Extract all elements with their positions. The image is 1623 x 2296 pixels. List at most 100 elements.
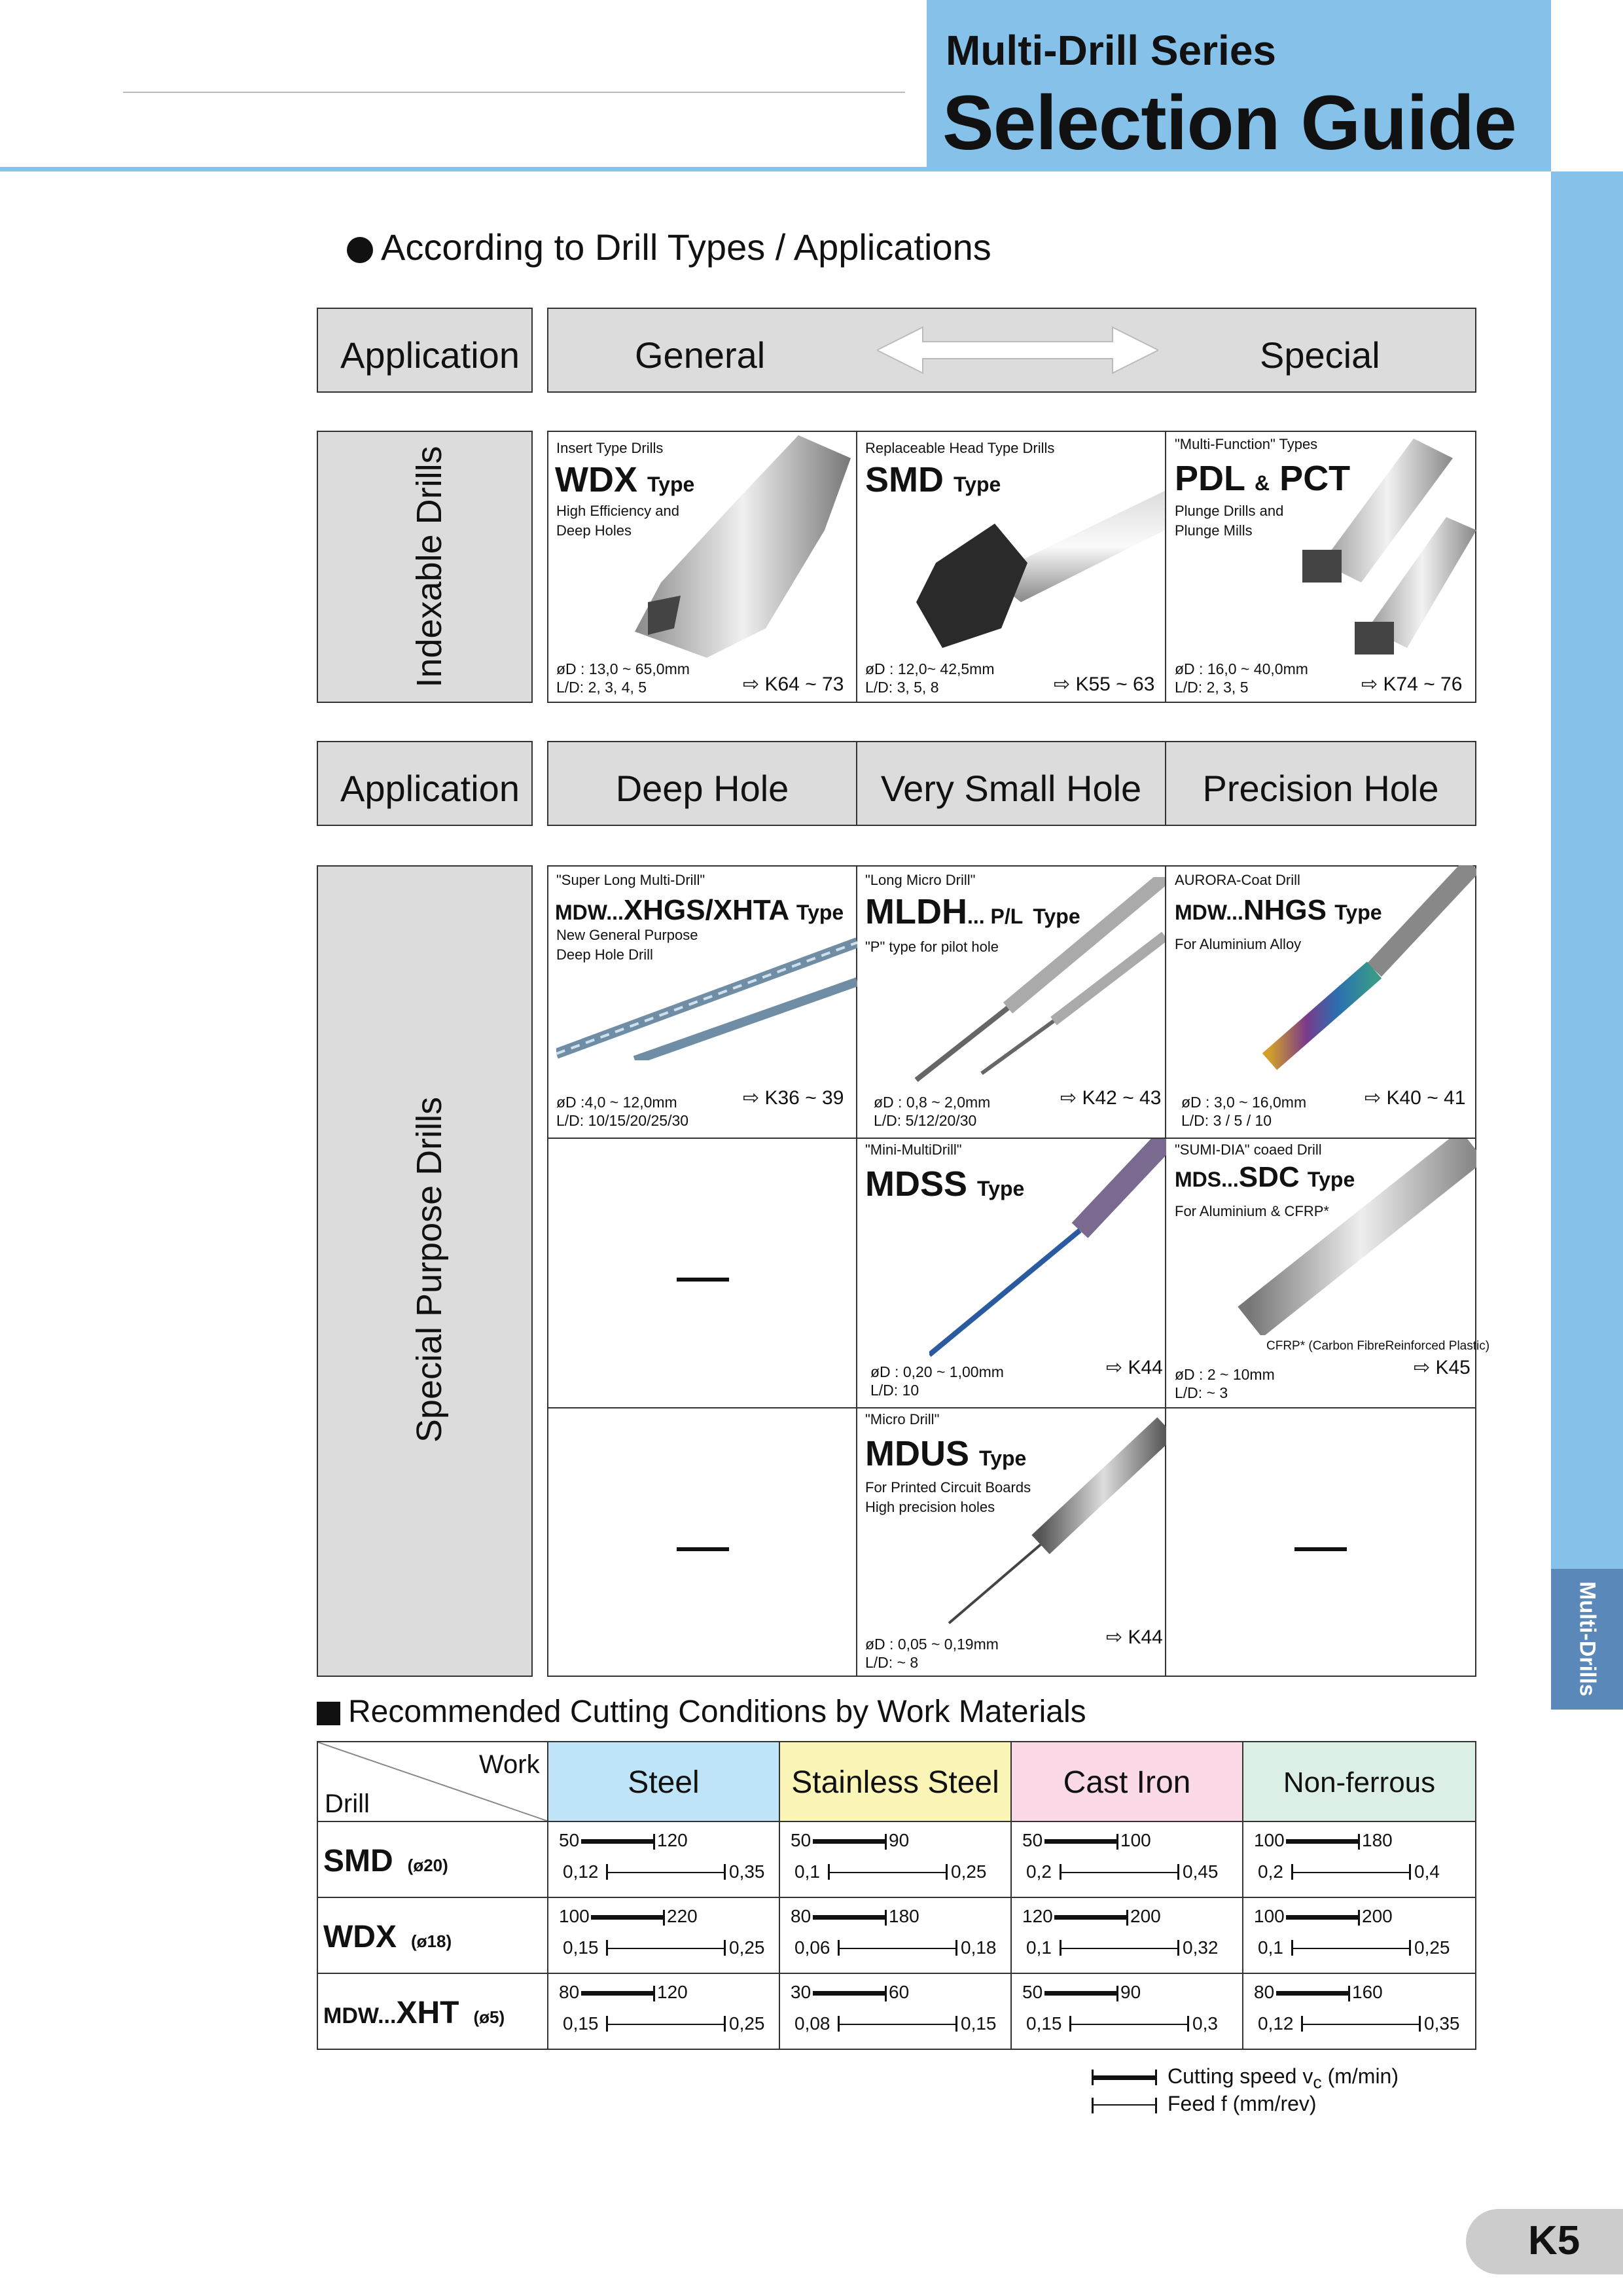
speed-bar [1054,1915,1126,1920]
very-small-hole-label: Very Small Hole [880,768,1142,809]
xhgs-drill-image [556,937,857,1060]
feed-min: 0,1 [794,1861,820,1882]
empty-card [547,1407,857,1677]
legend-tick [1092,2070,1094,2085]
corner-work-label: Work [479,1750,540,1779]
card-category: "Mini-MultiDrill" [865,1141,962,1158]
card-category: "Long Micro Drill" [865,872,976,888]
page-reference[interactable]: ⇨ K55 ~ 63 [1054,673,1155,695]
feed-min: 0,08 [794,2013,830,2034]
feed-bar [838,1948,955,1949]
deep-hole-box [547,741,857,826]
card-desc: For Aluminium Alloy [1175,936,1302,952]
empty-dash [677,1547,729,1551]
sdc-drill-image [1238,1139,1476,1335]
row-drill-label: MDW...XHT(ø5) [323,1995,505,2031]
feed-min: 0,12 [1258,2013,1294,2034]
side-tab-label: Multi-Drills [1575,1581,1600,1696]
feed-max: 0,25 [951,1861,987,1882]
legend-speed: Cutting speed vc (m/min) [1168,2064,1399,2092]
material-header-steel: Steel [547,1741,780,1822]
bullet-icon [347,237,373,264]
speed-max: 200 [1362,1906,1393,1926]
page-reference[interactable]: ⇨ K40 ~ 41 [1364,1087,1466,1109]
page-reference[interactable]: ⇨ K74 ~ 76 [1361,673,1463,695]
legend-speed-bar [1092,2075,1157,2080]
speed-bar [1286,1839,1358,1844]
page-reference[interactable]: ⇨ K45 [1414,1357,1471,1378]
feed-bar-end [724,1864,726,1880]
feed-min: 0,06 [794,1937,830,1958]
row-drill-label: WDX(ø18) [323,1919,452,1955]
speed-bar [1044,1839,1116,1844]
special-label-box [317,865,533,1677]
speed-min: 80 [1254,1982,1275,2002]
side-tab[interactable] [1551,1569,1623,1710]
table-cell [1010,1897,1243,1974]
side-bar [1551,171,1623,1569]
speed-bar [813,1839,885,1844]
page-title: Selection Guide [942,80,1517,166]
speed-bar [1044,1991,1116,1996]
speed-max: 90 [889,1830,910,1850]
drill-name: XHT [396,1996,459,2030]
general-label: General [635,334,766,376]
empty-card [1165,1407,1476,1677]
feed-max: 0,45 [1183,1861,1219,1882]
page-reference[interactable]: ⇨ K36 ~ 39 [743,1087,844,1109]
section-heading-types: According to Drill Types / Applications [347,226,991,268]
feed-min: 0,2 [1026,1861,1052,1882]
feed-bar-end [955,1940,957,1956]
section-heading-cutting: Recommended Cutting Conditions by Work M… [317,1694,1086,1730]
square-bullet-icon [317,1702,340,1726]
feed-bar [606,2024,724,2025]
table-cell [547,1897,780,1974]
header-title-box [927,0,1551,169]
application-label-box [317,308,533,393]
card-desc: "P" type for pilot hole [865,939,999,955]
page-reference[interactable]: ⇨ K44 [1106,1626,1163,1648]
indexable-drills-label: Indexable Drills [410,446,449,688]
feed-max: 0,32 [1183,1937,1219,1958]
speed-bar-end [1358,1834,1360,1850]
speed-bar-end [885,1834,887,1850]
speed-min: 50 [1022,1982,1043,2002]
card-name: MLDH... P/L Type [865,892,1080,931]
table-cell [1010,1973,1243,2050]
speed-bar-end [1126,1910,1128,1926]
feed-min: 0,15 [563,2013,599,2034]
smd-card[interactable] [856,431,1166,703]
speed-min: 80 [791,1906,812,1926]
precision-hole-label: Precision Hole [1202,768,1439,809]
feed-bar-end [724,1940,726,1956]
page-reference[interactable]: ⇨ K42 ~ 43 [1060,1087,1162,1109]
speed-min: 120 [1022,1906,1053,1926]
card-category: Replaceable Head Type Drills [865,440,1055,456]
application-label: Application [340,768,520,809]
card-name: MDSS Type [865,1164,1025,1204]
deep-hole-label: Deep Hole [615,768,789,809]
feed-bar [838,2024,955,2025]
feed-bar-end [1419,2016,1421,2032]
feed-max: 0,4 [1414,1861,1440,1882]
speed-bar [581,1991,653,1996]
speed-max: 100 [1120,1830,1151,1850]
speed-max: 180 [1362,1830,1393,1850]
speed-max: 60 [889,1982,910,2002]
page-reference[interactable]: ⇨ K44 [1106,1357,1163,1378]
page-reference[interactable]: ⇨ K64 ~ 73 [743,673,844,695]
speed-bar-end [1348,1986,1350,2001]
feed-min: 0,2 [1258,1861,1283,1882]
very-small-hole-box [856,741,1166,826]
empty-card [547,1138,857,1408]
feed-bar [1291,1948,1409,1949]
feed-max: 0,35 [729,1861,765,1882]
speed-min: 80 [559,1982,580,2002]
